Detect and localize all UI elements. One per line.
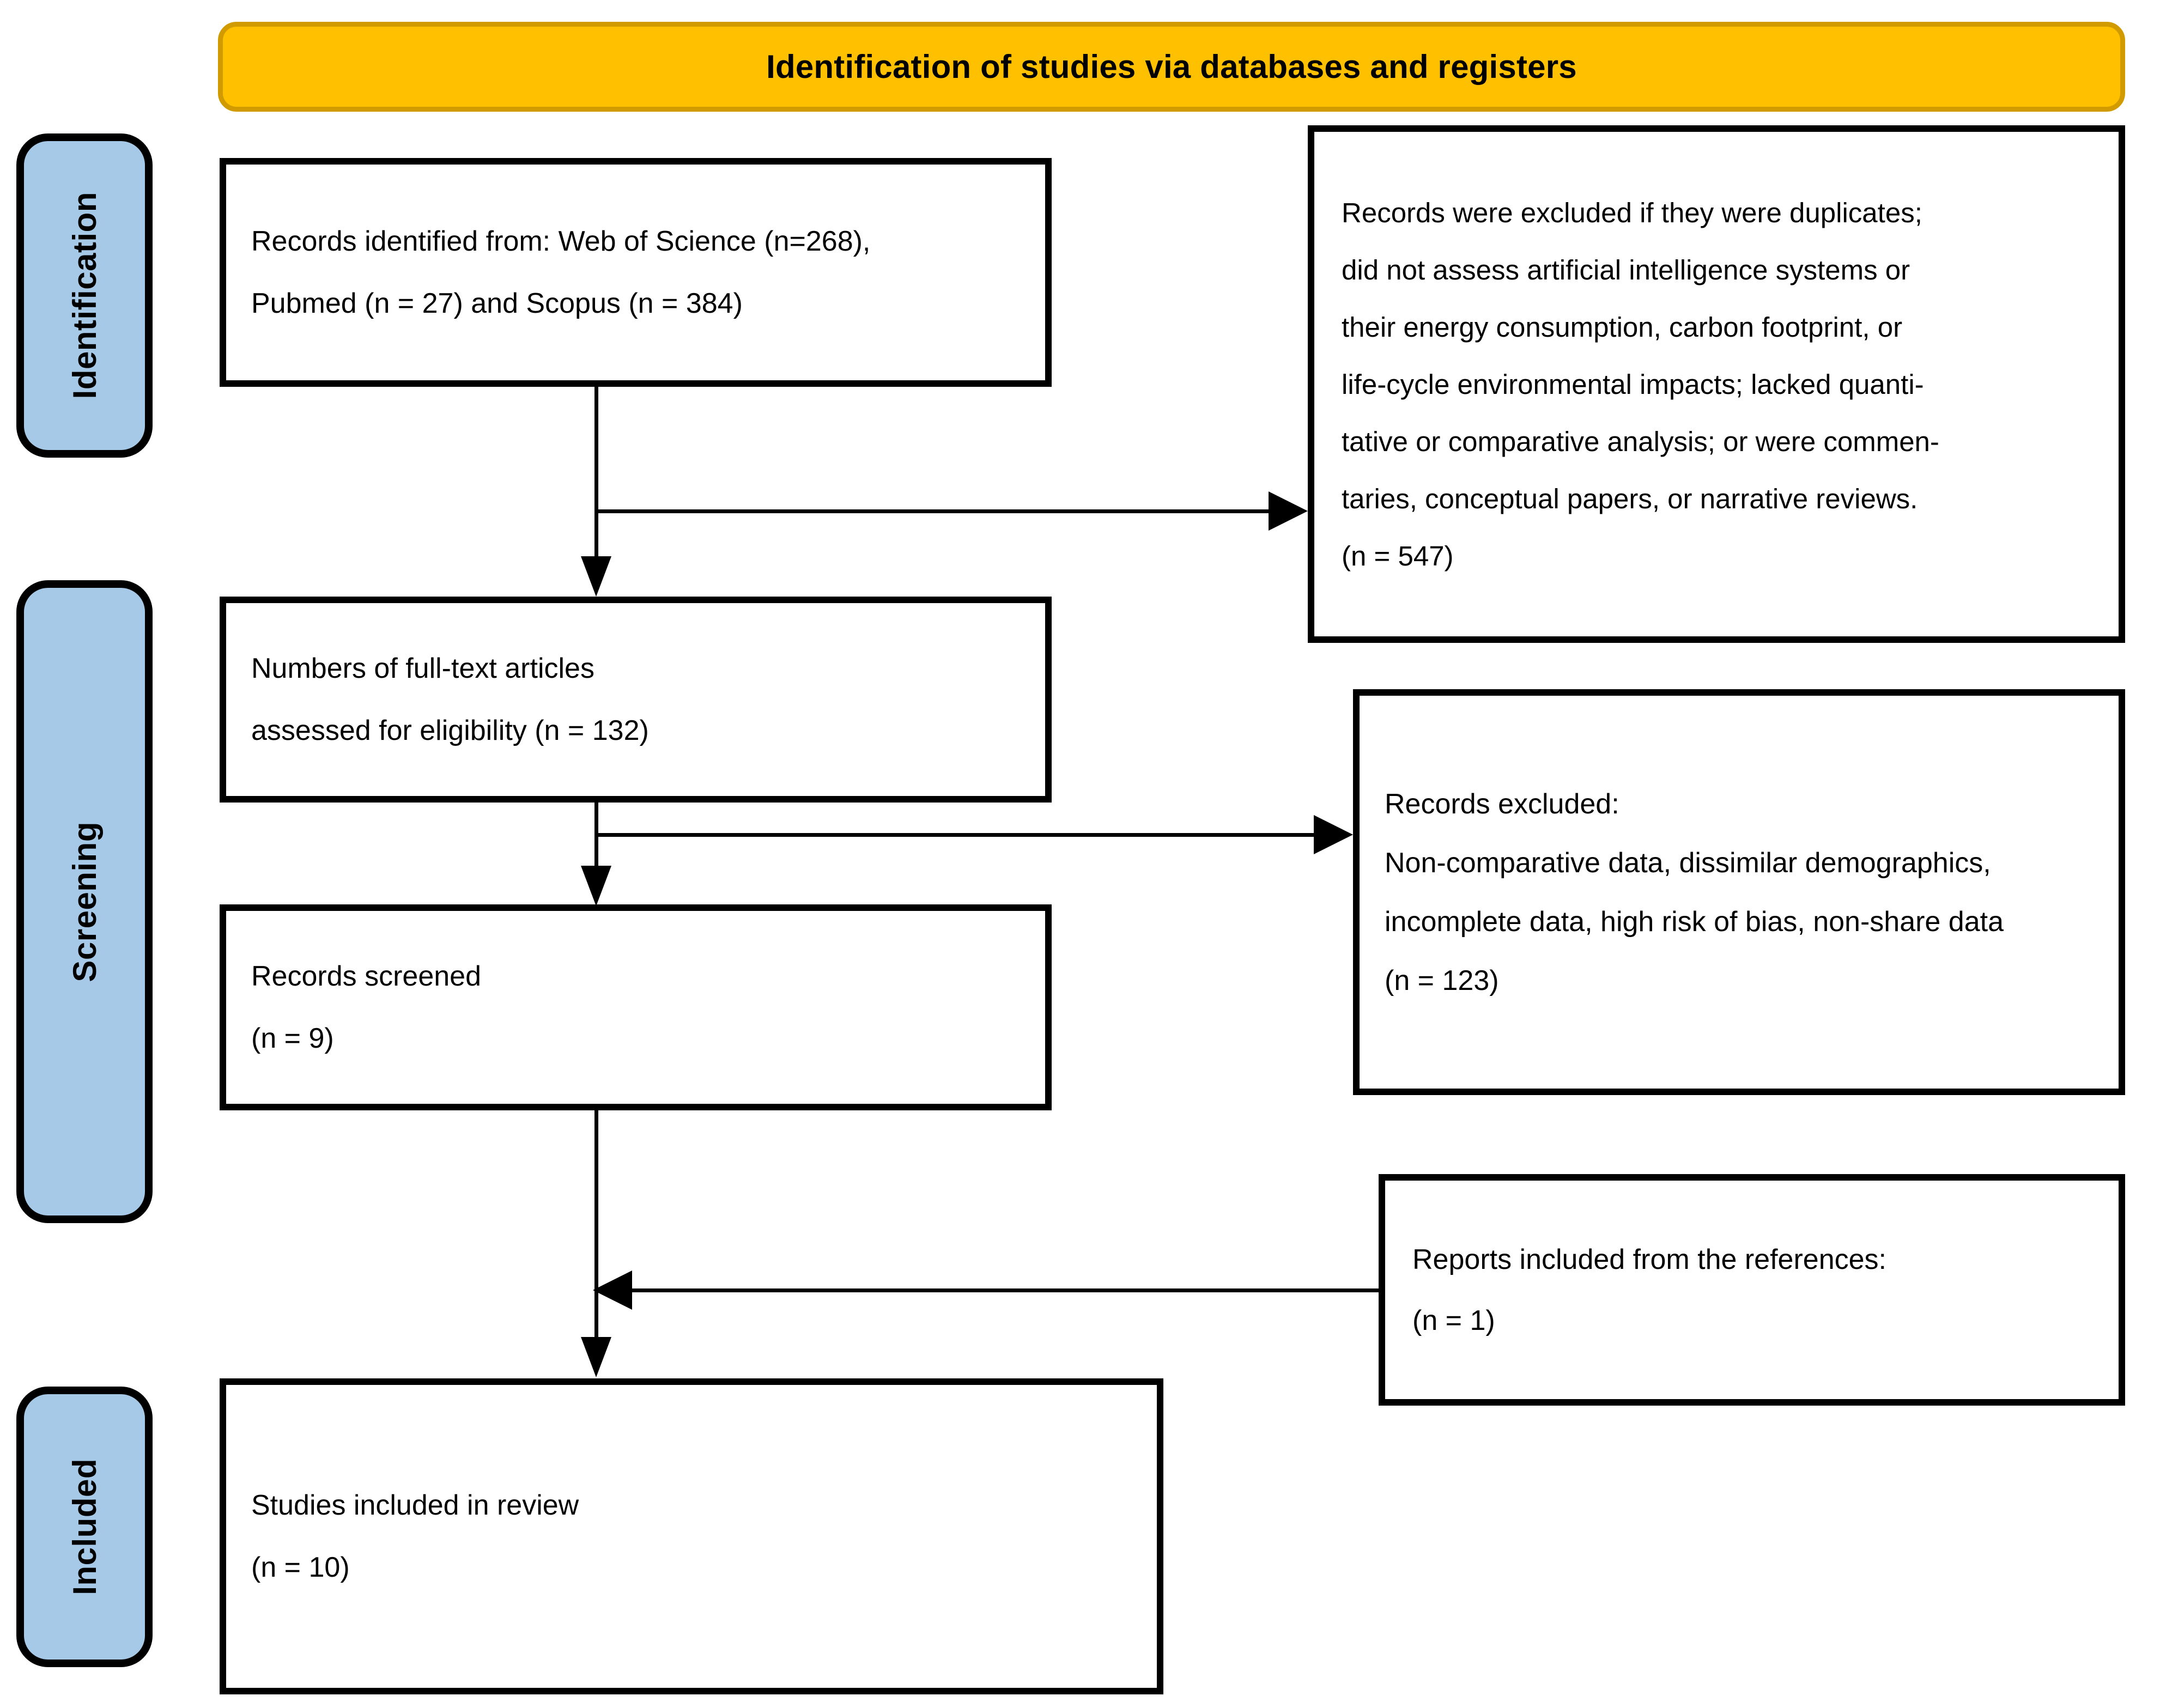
- box-fulltext-assessed: Numbers of full-text articles assessed f…: [220, 597, 1052, 803]
- records-identified-line-1: Records identified from: Web of Science …: [251, 226, 871, 257]
- excluded-duplicates-line-3: their energy consumption, carbon footpri…: [1342, 311, 1903, 343]
- connector-identified-to-excluded-duplicates: [594, 509, 1271, 513]
- box-studies-included: Studies included in review (n = 10): [220, 1378, 1163, 1694]
- excluded-duplicates-line-6: taries, conceptual papers, or narrative …: [1342, 483, 1918, 514]
- excluded-records-line-1: Records excluded:: [1385, 788, 1619, 820]
- box-records-screened: Records screened (n = 9): [220, 904, 1052, 1110]
- stage-tab-screening: Screening: [16, 580, 153, 1223]
- stage-tab-identification: Identification: [16, 133, 153, 458]
- arrow-screened-to-included: [581, 1337, 611, 1377]
- box-excluded-duplicates: Records were excluded if they were dupli…: [1308, 125, 2125, 643]
- arrow-fulltext-to-excluded-records: [1314, 815, 1353, 854]
- banner-title: Identification of studies via databases …: [766, 48, 1577, 85]
- connector-references-to-included: [632, 1288, 1379, 1292]
- box-reports-from-references: Reports included from the references: (n…: [1379, 1174, 2125, 1406]
- excluded-records-line-2: Non-comparative data, dissimilar demogra…: [1385, 847, 1991, 879]
- fulltext-line-1: Numbers of full-text articles: [251, 653, 594, 684]
- stage-label-screening: Screening: [66, 821, 103, 982]
- stage-label-identification: Identification: [66, 192, 103, 399]
- screened-line-2: (n = 9): [251, 1023, 334, 1054]
- connector-screened-to-included-stem: [594, 1110, 598, 1339]
- identification-banner: Identification of studies via databases …: [218, 22, 2125, 112]
- excluded-records-line-3: incomplete data, high risk of bias, non-…: [1385, 905, 2004, 938]
- connector-fulltext-to-excluded-records: [594, 833, 1316, 837]
- excluded-duplicates-line-7: (n = 547): [1342, 540, 1454, 572]
- excluded-records-line-4: (n = 123): [1385, 964, 1499, 996]
- included-line-2: (n = 10): [251, 1552, 350, 1583]
- fulltext-line-2: assessed for eligibility (n = 132): [251, 715, 649, 746]
- excluded-duplicates-line-2: did not assess artificial intelligence s…: [1342, 254, 1910, 285]
- stage-tab-included: Included: [16, 1387, 153, 1667]
- references-line-2: (n = 1): [1412, 1304, 1495, 1336]
- connector-identified-to-fulltext-stem: [594, 387, 598, 558]
- screened-line-1: Records screened: [251, 961, 481, 992]
- box-records-identified: Records identified from: Web of Science …: [220, 158, 1052, 387]
- records-identified-line-2: Pubmed (n = 27) and Scopus (n = 384): [251, 288, 743, 319]
- references-line-1: Reports included from the references:: [1412, 1243, 1886, 1275]
- stage-label-included: Included: [66, 1458, 103, 1595]
- arrow-identified-to-excluded-duplicates: [1269, 491, 1308, 531]
- arrow-references-to-included: [593, 1271, 632, 1310]
- arrow-fulltext-to-screened: [581, 866, 611, 906]
- box-excluded-records: Records excluded: Non-comparative data, …: [1353, 689, 2125, 1095]
- excluded-duplicates-line-1: Records were excluded if they were dupli…: [1342, 197, 1922, 228]
- included-line-1: Studies included in review: [251, 1490, 579, 1521]
- excluded-duplicates-line-4: life-cycle environmental impacts; lacked…: [1342, 368, 1924, 400]
- arrow-identified-to-fulltext: [581, 556, 611, 597]
- excluded-duplicates-line-5: tative or comparative analysis; or were …: [1342, 426, 1939, 457]
